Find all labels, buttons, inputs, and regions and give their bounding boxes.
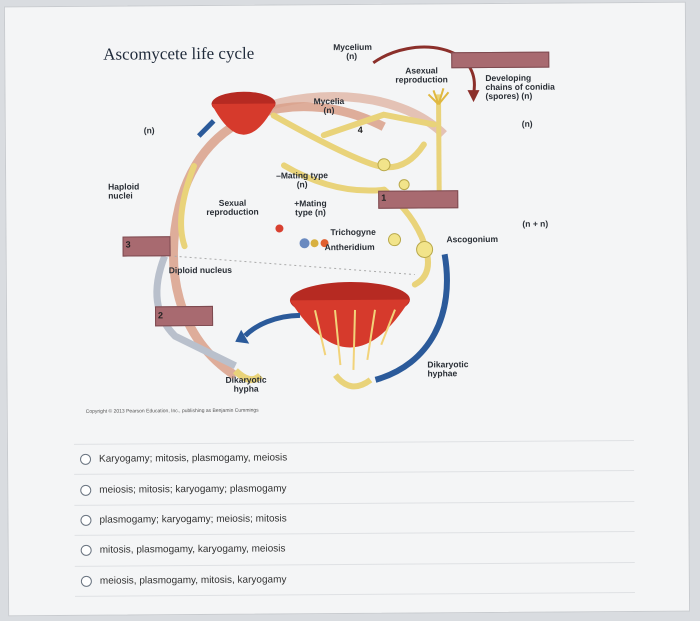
answer-box-1 [378,190,458,209]
question-card: Ascomycete life cycle Mycelium (n) Asexu… [4,2,690,617]
box-number-2: 2 [158,310,163,320]
label-sexual-reproduction: Sexual reproduction [206,199,259,217]
option-3[interactable]: plasmogamy; karyogamy; meiosis; mitosis [74,501,634,535]
radio-button[interactable] [80,484,91,495]
ascocarp-large [290,300,410,348]
copyright-text: Copyright © 2013 Pearson Education, Inc.… [86,408,259,415]
dark-arrow-left [245,315,300,335]
option-5[interactable]: meiosis, plasmogamy, mitosis, karyogamy [75,562,635,597]
label-dikaryotic-hypha: Dikaryotic hypha [225,376,266,394]
option-label: meiosis, plasmogamy, mitosis, karyogamy [100,574,287,586]
option-label: mitosis, plasmogamy, karyogamy, meiosis [100,544,286,556]
option-label: Karyogamy; mitosis, plasmogamy, meiosis [99,453,287,465]
radio-button[interactable] [80,515,91,526]
radio-button[interactable] [81,576,92,587]
diagram-title: Ascomycete life cycle [103,44,254,65]
label-dikaryotic-hyphae: Dikaryotic hyphae [427,360,468,378]
label-haploid-nuclei: Haploid nuclei [108,182,139,200]
label-trichogyne: Trichogyne [330,228,375,237]
answer-box-2 [155,306,213,326]
label-mycelium-n: (n) [346,52,357,61]
option-1[interactable]: Karyogamy; mitosis, plasmogamy, meiosis [74,440,634,474]
radio-button[interactable] [81,545,92,556]
answer-options: Karyogamy; mitosis, plasmogamy, meiosis … [74,440,635,597]
option-label: plasmogamy; karyogamy; meiosis; mitosis [99,513,286,525]
box-number-4: 4 [358,125,363,135]
option-label: meiosis; mitosis; karyogamy; plasmogamy [99,483,286,495]
label-mating-minus: –Mating type (n) [276,171,328,189]
label-mycelia: Mycelia (n) [314,97,345,115]
label-mating-plus: +Mating type (n) [294,199,326,217]
option-2[interactable]: meiosis; mitosis; karyogamy; plasmogamy [74,470,634,504]
label-left-n: (n) [144,126,155,135]
label-developing-conidia: Developing chains of conidia (spores) (n… [485,74,555,101]
life-cycle-diagram: Ascomycete life cycle Mycelium (n) Asexu… [83,13,626,437]
box-number-1: 1 [381,193,386,203]
label-ascogonium: Ascogonium [446,235,498,244]
label-antheridium: Antheridium [325,243,375,252]
radio-button[interactable] [80,454,91,465]
label-right-n: (n) [522,120,533,129]
option-4[interactable]: mitosis, plasmogamy, karyogamy, meiosis [75,531,635,565]
box-number-3: 3 [126,240,131,250]
label-diploid-nucleus: Diploid nucleus [169,266,232,275]
label-asexual-reproduction: Asexual reproduction [395,66,448,84]
label-n-plus-n: (n + n) [522,220,548,229]
answer-box-top [451,52,549,69]
